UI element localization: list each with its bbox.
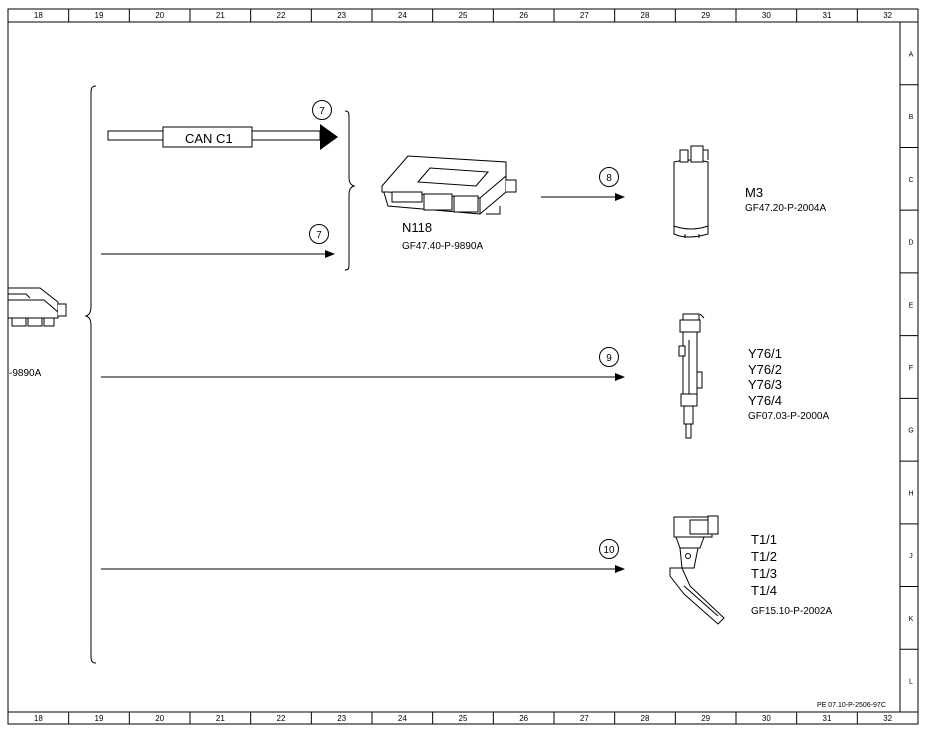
ignition-coil-icon xyxy=(669,515,725,625)
grid-column-label: 25 xyxy=(459,714,468,723)
grid-column-label: 32 xyxy=(883,714,892,723)
grid-column-label: 31 xyxy=(823,11,832,20)
grid-column-label: 24 xyxy=(398,11,407,20)
y76-ref: GF07.03-P-2000A xyxy=(748,411,829,422)
grid-column-label: 20 xyxy=(155,11,164,20)
input-brace xyxy=(344,110,356,271)
n118-control-unit-icon xyxy=(381,155,517,215)
grid-row-label: D xyxy=(908,240,913,247)
grid-column-labels-top: 18 19 20 21 22 23 24 25 26 27 28 29 30 31 32 xyxy=(34,9,893,22)
can-bus-label: CAN C1 xyxy=(185,131,233,146)
border-frame xyxy=(7,8,919,725)
grid-column-label: 19 xyxy=(95,714,104,723)
callout-7a: 7 xyxy=(319,106,325,117)
grid-column-label: 23 xyxy=(337,714,346,723)
left-control-unit-icon xyxy=(7,287,67,327)
grid-column-label: 28 xyxy=(641,11,650,20)
document-code: PE 07.10-P-2506-97C xyxy=(817,702,886,709)
grid-column-label: 18 xyxy=(34,714,43,723)
grid-row-label: C xyxy=(908,177,913,184)
grid-column-labels-bottom: 18 19 20 21 22 23 24 25 26 27 28 29 30 31 32 xyxy=(34,712,893,724)
grid-column-label: 19 xyxy=(95,11,104,20)
grid-column-label: 26 xyxy=(519,11,528,20)
grid-row-label: G xyxy=(908,428,913,435)
grid-column-label: 21 xyxy=(216,714,225,723)
grid-column-label: 26 xyxy=(519,714,528,723)
grid-column-label: 20 xyxy=(155,714,164,723)
fuel-pump-icon xyxy=(673,145,709,238)
can-bus-arrow xyxy=(107,124,338,150)
t1-name-2: T1/2 xyxy=(751,549,777,564)
callout-circles xyxy=(309,100,619,559)
grid-row-label: F xyxy=(909,365,913,372)
grid-column-label: 32 xyxy=(883,11,892,20)
grid-row-label: E xyxy=(909,302,914,309)
t1-name-4: T1/4 xyxy=(751,583,777,598)
grid-column-label: 30 xyxy=(762,714,771,723)
grid-column-label: 28 xyxy=(641,714,650,723)
left-unit-ref: -9890A xyxy=(9,368,42,379)
n118-ref: GF47.40-P-9890A xyxy=(402,241,483,252)
grid-row-label: H xyxy=(908,490,913,497)
grid-column-label: 27 xyxy=(580,714,589,723)
m3-name: M3 xyxy=(745,185,763,200)
grid-row-label: A xyxy=(909,51,914,58)
callout-7b: 7 xyxy=(316,230,322,241)
callout-9: 9 xyxy=(606,353,612,364)
injector-icon xyxy=(678,313,705,439)
grid-column-label: 22 xyxy=(277,11,286,20)
grid-column-label: 23 xyxy=(337,11,346,20)
grid-row-label: J xyxy=(909,553,913,560)
grid-row-labels: A B C D E F G H J K L xyxy=(900,51,918,686)
y76-name-1: Y76/1 xyxy=(748,346,782,361)
y76-name-4: Y76/4 xyxy=(748,393,782,408)
grid-column-label: 21 xyxy=(216,11,225,20)
t1-ref: GF15.10-P-2002A xyxy=(751,606,832,617)
callout-10: 10 xyxy=(603,545,615,556)
grid-column-label: 25 xyxy=(459,11,468,20)
m3-ref: GF47.20-P-2004A xyxy=(745,203,826,214)
grid-column-label: 22 xyxy=(277,714,286,723)
grid-column-label: 27 xyxy=(580,11,589,20)
t1-name-1: T1/1 xyxy=(751,532,777,547)
grid-column-label: 18 xyxy=(34,11,43,20)
grid-row-label: K xyxy=(909,616,914,623)
grid-column-label: 31 xyxy=(823,714,832,723)
signal-lines xyxy=(101,193,625,573)
grid-row-label: L xyxy=(909,679,913,686)
callout-8: 8 xyxy=(606,173,612,184)
grid-column-label: 29 xyxy=(701,714,710,723)
grid-column-label: 24 xyxy=(398,714,407,723)
grid-row-label: B xyxy=(909,114,914,121)
left-brace xyxy=(84,85,97,664)
y76-name-3: Y76/3 xyxy=(748,377,782,392)
grid-column-label: 29 xyxy=(701,11,710,20)
t1-name-3: T1/3 xyxy=(751,566,777,581)
grid-column-label: 30 xyxy=(762,11,771,20)
n118-name: N118 xyxy=(402,220,432,235)
y76-name-2: Y76/2 xyxy=(748,362,782,377)
